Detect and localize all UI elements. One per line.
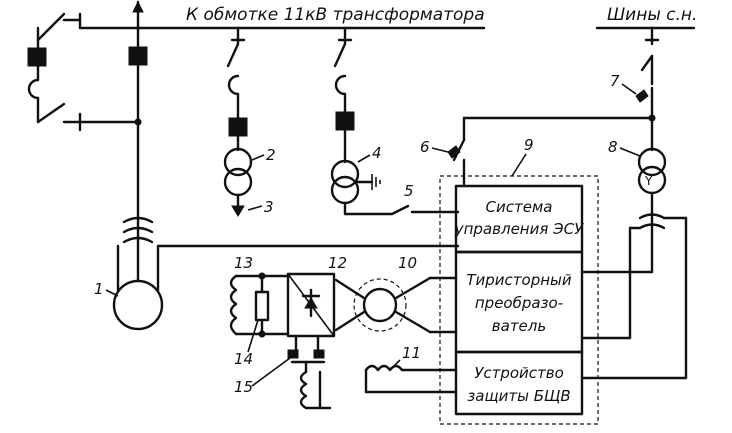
cabinet-outline xyxy=(439,175,599,425)
aux-branch: Y xyxy=(462,26,667,242)
protection-line-2: защиты БЩВ xyxy=(467,387,570,405)
control-line-1: Система xyxy=(486,198,553,216)
branch-vt-2 xyxy=(223,26,253,217)
switch-6 xyxy=(447,138,466,188)
control-system-block xyxy=(454,184,584,254)
converter-line-1: Тиристорный xyxy=(466,271,572,289)
callout-10: 10 xyxy=(398,254,417,272)
callout-11: 11 xyxy=(402,344,421,362)
aux-bus-caption: Шины с.н. xyxy=(607,5,697,25)
generator-symbol xyxy=(112,279,164,331)
control-line-2: управления ЭСУ xyxy=(454,220,584,238)
callout-2: 2 xyxy=(266,146,276,164)
callout-9: 9 xyxy=(524,136,534,154)
bus-11kv-caption: К обмотке 11кВ трансформатора xyxy=(186,5,485,25)
callout-13: 13 xyxy=(234,254,253,272)
callout-7: 7 xyxy=(610,72,620,90)
protection-block xyxy=(454,350,584,416)
converter-line-2: преобразо- xyxy=(475,294,563,312)
protection-line-1: Устройство xyxy=(474,364,564,382)
callout-8: 8 xyxy=(608,138,618,156)
callout-12: 12 xyxy=(328,254,347,272)
svg-text:Y: Y xyxy=(644,174,653,188)
callout-5: 5 xyxy=(404,182,414,200)
callout-14: 14 xyxy=(234,350,253,368)
callout-4: 4 xyxy=(372,144,382,162)
generator-feeder xyxy=(112,0,164,331)
callout-3: 3 xyxy=(264,198,274,216)
exciter-section xyxy=(229,272,458,410)
callout-15: 15 xyxy=(234,378,253,396)
callout-1: 1 xyxy=(94,280,104,298)
bypass-branch xyxy=(27,12,140,132)
converter-line-3: ватель xyxy=(492,317,546,335)
branch-vt-4 xyxy=(330,26,460,216)
callout-6: 6 xyxy=(420,138,430,156)
